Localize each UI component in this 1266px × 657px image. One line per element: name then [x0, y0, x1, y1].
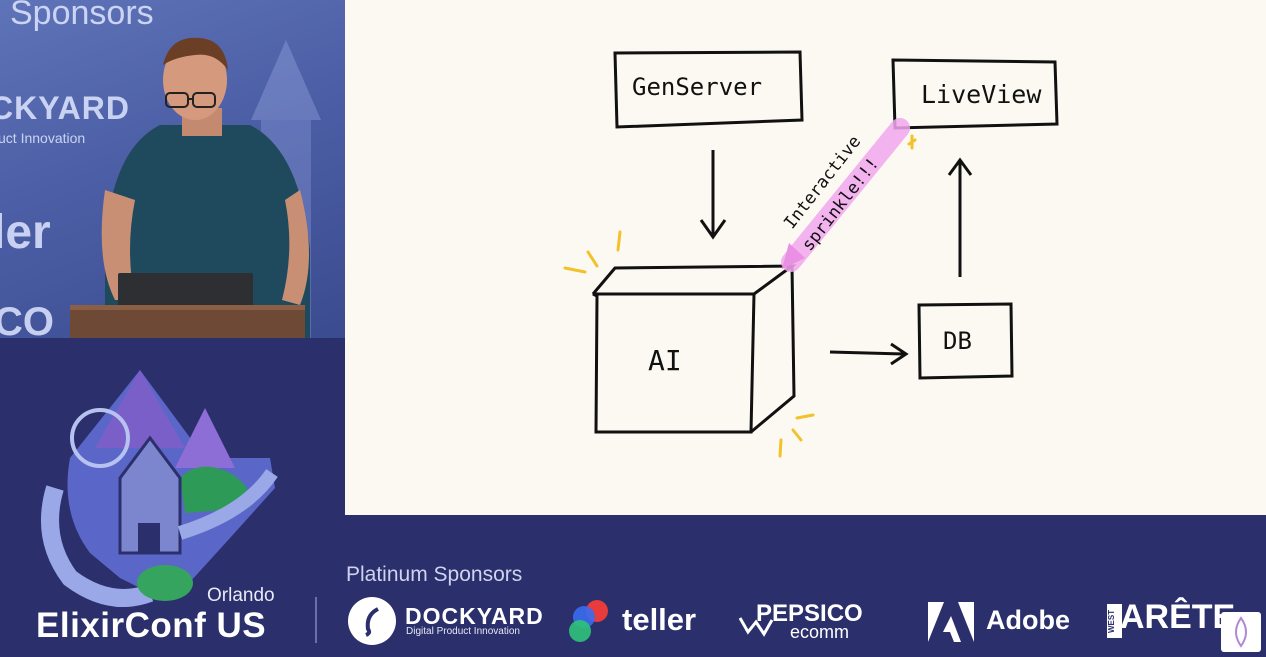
conference-logo-panel [0, 338, 345, 657]
sponsor-pepsico-ecomm: ecomm [790, 622, 850, 642]
pepsico-wave-icon [738, 617, 774, 637]
sponsor-heading: Platinum Sponsors [346, 563, 523, 586]
conference-name: ElixirConf US [36, 606, 267, 645]
arrow-ai-to-db [829, 342, 909, 366]
speaker-video: Sponsors CKYARD uct Innovation ler CO [0, 0, 345, 338]
sponsor-dockyard-tagline: Digital Product Innovation [406, 626, 520, 637]
backdrop-dockyard-text: CKYARD [0, 90, 130, 126]
presentation-slide: GenServer LiveView AI DB [345, 0, 1266, 515]
genserver-node: GenServer [613, 50, 804, 129]
liveview-label: LiveView [921, 80, 1042, 109]
channel-watermark-icon [1221, 612, 1261, 652]
architecture-diagram: GenServer LiveView AI DB [563, 50, 1059, 458]
teller-logo-icon [569, 600, 608, 642]
backdrop-product-text: uct Innovation [0, 130, 86, 146]
sponsor-adobe: Adobe [986, 605, 1070, 635]
sponsor-teller: teller [622, 602, 697, 637]
ai-node: AI [591, 264, 797, 434]
backdrop-sponsors-text: Sponsors [10, 0, 154, 32]
arrow-db-to-liveview [947, 157, 973, 277]
elixirconf-logo-graphic [41, 370, 278, 607]
db-node: DB [917, 302, 1014, 380]
conference-city: Orlando [207, 585, 275, 606]
speaker-figure [70, 37, 310, 338]
ai-label: AI [648, 344, 682, 377]
spark-marks [563, 134, 917, 458]
sponsor-arete: ARÊTE [1120, 598, 1236, 636]
sponsor-pepsico: PEPSICO [756, 600, 863, 627]
backdrop-teller-text: ler [0, 206, 51, 259]
arrow-genserver-to-ai [699, 150, 727, 240]
adobe-logo-icon [928, 602, 974, 642]
sponsor-dockyard: DOCKYARD [405, 603, 544, 629]
interactive-sprinkle-arrow: Interactive sprinkle!!! [780, 118, 910, 272]
dockyard-logo-icon [348, 597, 396, 645]
db-label: DB [943, 327, 972, 355]
liveview-node: LiveView [891, 58, 1059, 130]
footer-divider [315, 597, 317, 643]
backdrop-ecomm-text: CO [0, 300, 54, 338]
genserver-label: GenServer [632, 73, 762, 101]
